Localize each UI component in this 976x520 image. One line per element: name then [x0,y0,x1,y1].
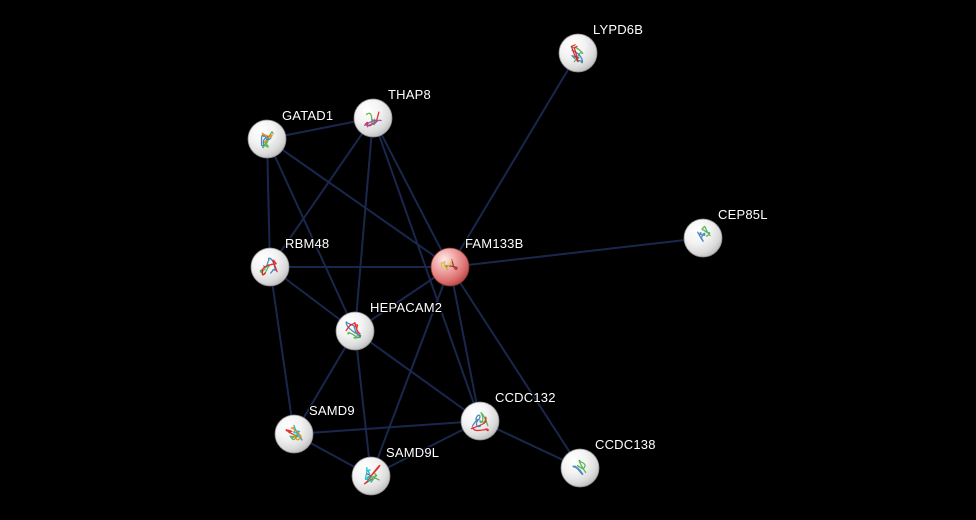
protein-structure-ribbon [364,467,372,482]
protein-structure-ribbon [293,424,303,441]
node-CCDC138[interactable] [560,448,600,488]
node-THAP8[interactable] [353,98,393,138]
protein-sphere [560,448,600,488]
protein-structure-ribbon [363,464,381,485]
protein-structure-ribbon [345,321,361,335]
node-label-SAMD9: SAMD9 [309,403,355,418]
protein-structure-ribbon [479,412,489,427]
node-label-THAP8: THAP8 [388,87,431,102]
node-label-LYPD6B: LYPD6B [593,22,643,37]
protein-structure-ribbon [440,259,453,271]
protein-structure-ribbon [471,414,482,428]
node-SAMD9[interactable] [274,414,314,454]
node-LYPD6B[interactable] [558,33,598,73]
node-label-FAM133B: FAM133B [465,236,524,251]
nodes-layer [247,33,723,496]
node-SAMD9L[interactable] [351,456,391,496]
protein-structure-ribbon [260,134,272,147]
protein-structure-ribbon [570,46,584,63]
protein-structure-ribbon [470,416,489,432]
node-label-GATAD1: GATAD1 [282,108,333,123]
edge-HEPACAM2-SAMD9[interactable] [293,330,356,435]
node-label-CCDC132: CCDC132 [495,390,556,405]
edge-FAM133B-CEP85L[interactable] [449,237,704,268]
protein-structure-ribbon [366,473,380,483]
edge-THAP8-HEPACAM2[interactable] [354,117,374,332]
node-HEPACAM2[interactable] [335,311,375,351]
edge-GATAD1-HEPACAM2[interactable] [266,138,356,332]
protein-structure-ribbon [262,131,274,149]
edge-FAM133B-GATAD1[interactable] [266,138,451,268]
edge-HEPACAM2-CCDC132[interactable] [354,330,481,422]
node-CCDC132[interactable] [460,401,500,441]
protein-sphere [250,247,290,287]
node-label-HEPACAM2: HEPACAM2 [370,300,442,315]
protein-structure-ribbon [697,231,706,242]
protein-sphere [683,218,723,258]
protein-sphere [558,33,598,73]
protein-structure-ribbon [365,119,382,128]
edge-RBM48-SAMD9[interactable] [269,266,295,435]
protein-structure-ribbon [345,321,362,339]
edge-FAM133B-LYPD6B[interactable] [449,52,579,268]
protein-structure-ribbon [263,257,276,274]
edge-FAM133B-CCDC132[interactable] [449,266,481,422]
node-label-RBM48: RBM48 [285,236,329,251]
node-CEP85L[interactable] [683,218,723,258]
protein-structure-ribbon [701,225,711,237]
node-GATAD1[interactable] [247,119,287,159]
edge-FAM133B-THAP8[interactable] [372,117,451,268]
protein-sphere [353,98,393,138]
node-RBM48[interactable] [250,247,290,287]
protein-structure-ribbon [290,426,302,441]
edge-THAP8-CCDC132[interactable] [372,117,481,422]
node-label-CEP85L: CEP85L [718,207,768,222]
edge-SAMD9L-CCDC132[interactable] [370,420,481,477]
protein-sphere [430,247,470,287]
protein-structure-ribbon [576,459,587,474]
protein-structure-ribbon [572,465,584,475]
edge-GATAD1-RBM48[interactable] [266,138,271,268]
protein-structure-ribbon [261,259,278,276]
edge-HEPACAM2-SAMD9L[interactable] [354,330,372,477]
edge-FAM133B-CCDC138[interactable] [449,266,581,469]
edge-THAP8-RBM48[interactable] [269,117,374,268]
protein-sphere [274,414,314,454]
node-label-SAMD9L: SAMD9L [386,445,439,460]
protein-structure-ribbon [570,44,579,63]
node-label-CCDC138: CCDC138 [595,437,656,452]
edge-SAMD9-CCDC132[interactable] [293,420,481,435]
node-FAM133B[interactable] [430,247,470,287]
